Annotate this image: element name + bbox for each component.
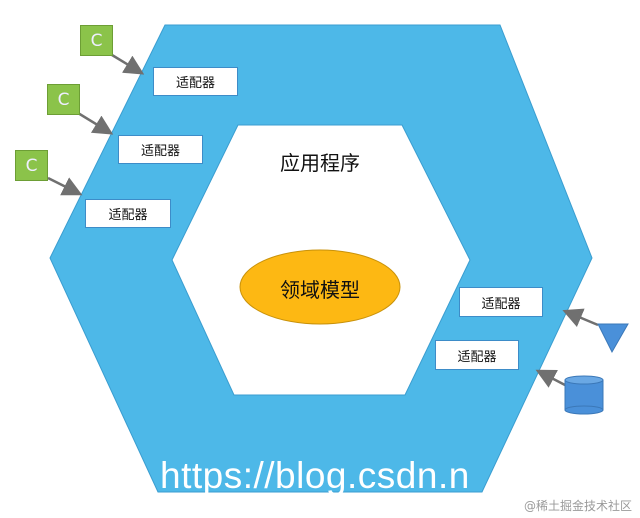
adapter-box: 适配器 — [435, 340, 519, 370]
arrow — [111, 53, 145, 75]
triangle-device-icon — [597, 323, 629, 354]
domain-model-ellipse — [239, 249, 401, 325]
adapter-box: 适配器 — [153, 67, 238, 96]
application-label: 应用程序 — [280, 151, 360, 175]
client-box: C — [80, 25, 113, 56]
client-box: C — [15, 150, 48, 181]
adapter-box: 适配器 — [118, 135, 203, 164]
database-icon — [564, 375, 604, 415]
arrow — [47, 176, 83, 196]
site-watermark: @稀土掘金技术社区 — [523, 499, 632, 513]
url-watermark: https://blog.csdn.n — [160, 455, 470, 493]
domain-model-label: 领域模型 — [280, 278, 360, 302]
arrow — [535, 369, 566, 388]
adapter-box: 适配器 — [85, 199, 171, 228]
arrow — [562, 308, 599, 328]
client-box: C — [47, 84, 80, 115]
adapter-box: 适配器 — [459, 287, 543, 317]
arrow — [77, 111, 114, 135]
